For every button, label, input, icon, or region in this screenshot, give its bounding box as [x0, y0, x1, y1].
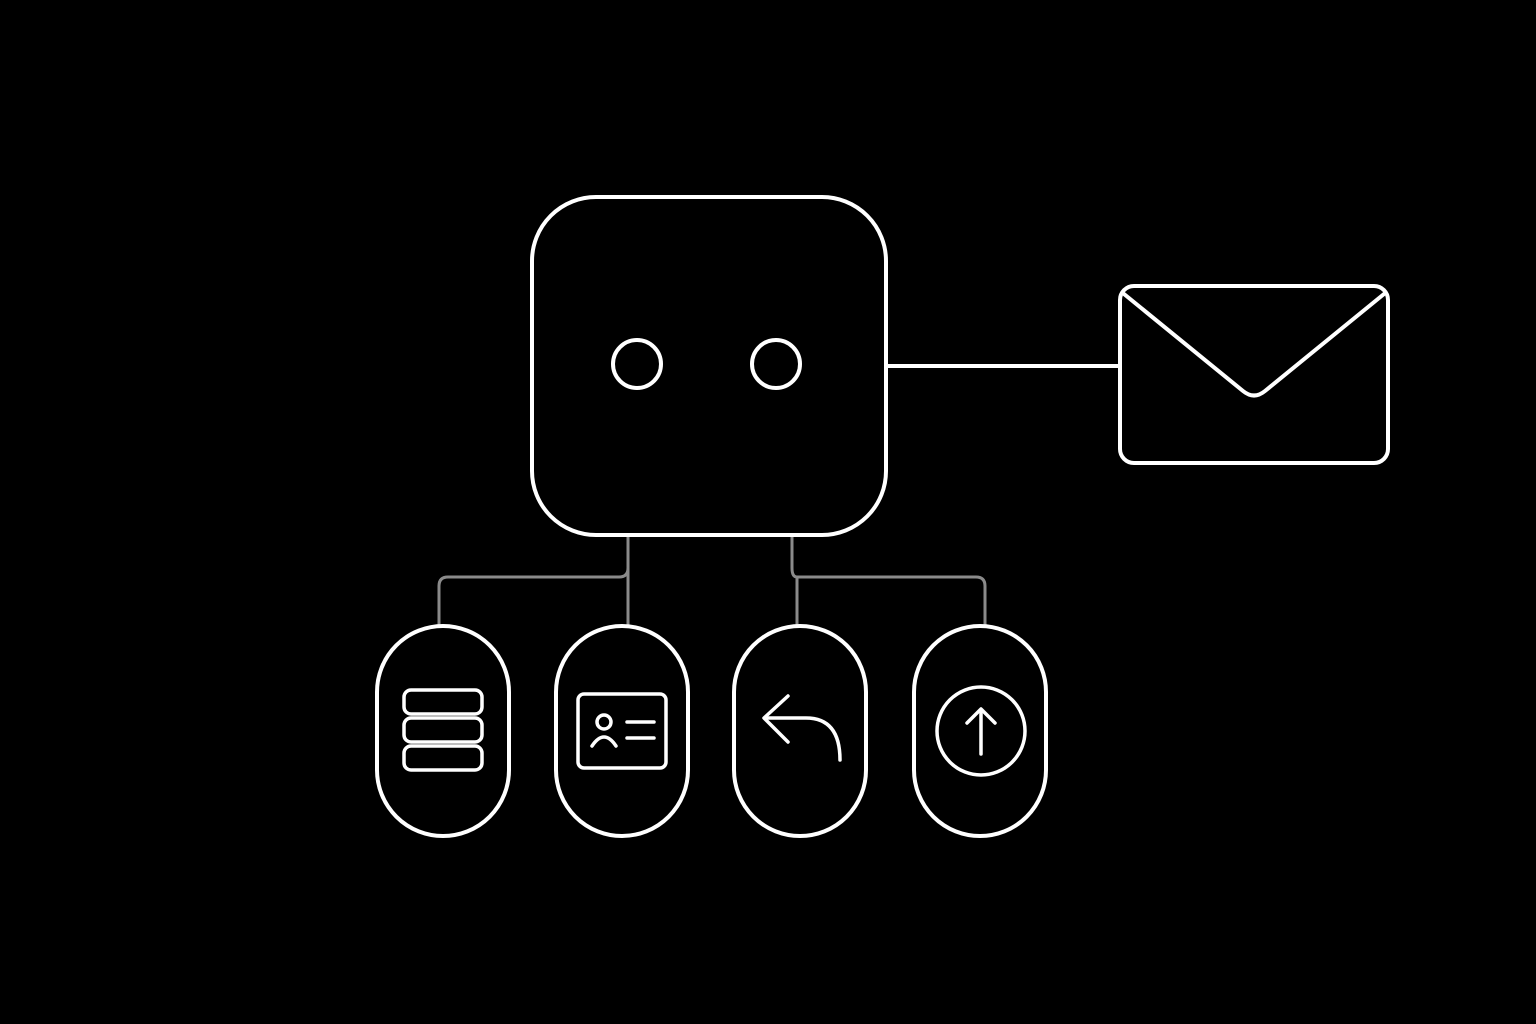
action-node-frame [732, 624, 868, 838]
hub-frame [530, 195, 888, 537]
upload-arrow-icon [935, 685, 1027, 777]
robot-face-icon [611, 338, 802, 390]
database-icon [402, 688, 484, 772]
hub-node[interactable] [530, 195, 888, 537]
hub-to-actions-connectors [437, 535, 987, 628]
action-node-contact-card[interactable] [554, 624, 690, 838]
contact-card-icon [576, 692, 668, 770]
action-node-frame [912, 624, 1048, 838]
robot-right-eye [750, 338, 802, 390]
envelope-flap [1122, 292, 1386, 398]
action-node-upload[interactable] [912, 624, 1048, 838]
action-node-reply[interactable] [732, 624, 868, 838]
action-node-frame [375, 624, 511, 838]
connector-hub-to-reply [790, 535, 799, 628]
connector-hub-to-upload [795, 575, 987, 628]
action-node-frame [554, 624, 690, 838]
reply-arrow-icon [762, 694, 842, 762]
connector-hub-to-database [437, 535, 630, 628]
envelope-node[interactable] [1118, 284, 1390, 465]
robot-left-eye [611, 338, 663, 390]
action-node-database[interactable] [375, 624, 511, 838]
envelope-icon [1118, 284, 1390, 465]
envelope-body [1118, 284, 1390, 465]
